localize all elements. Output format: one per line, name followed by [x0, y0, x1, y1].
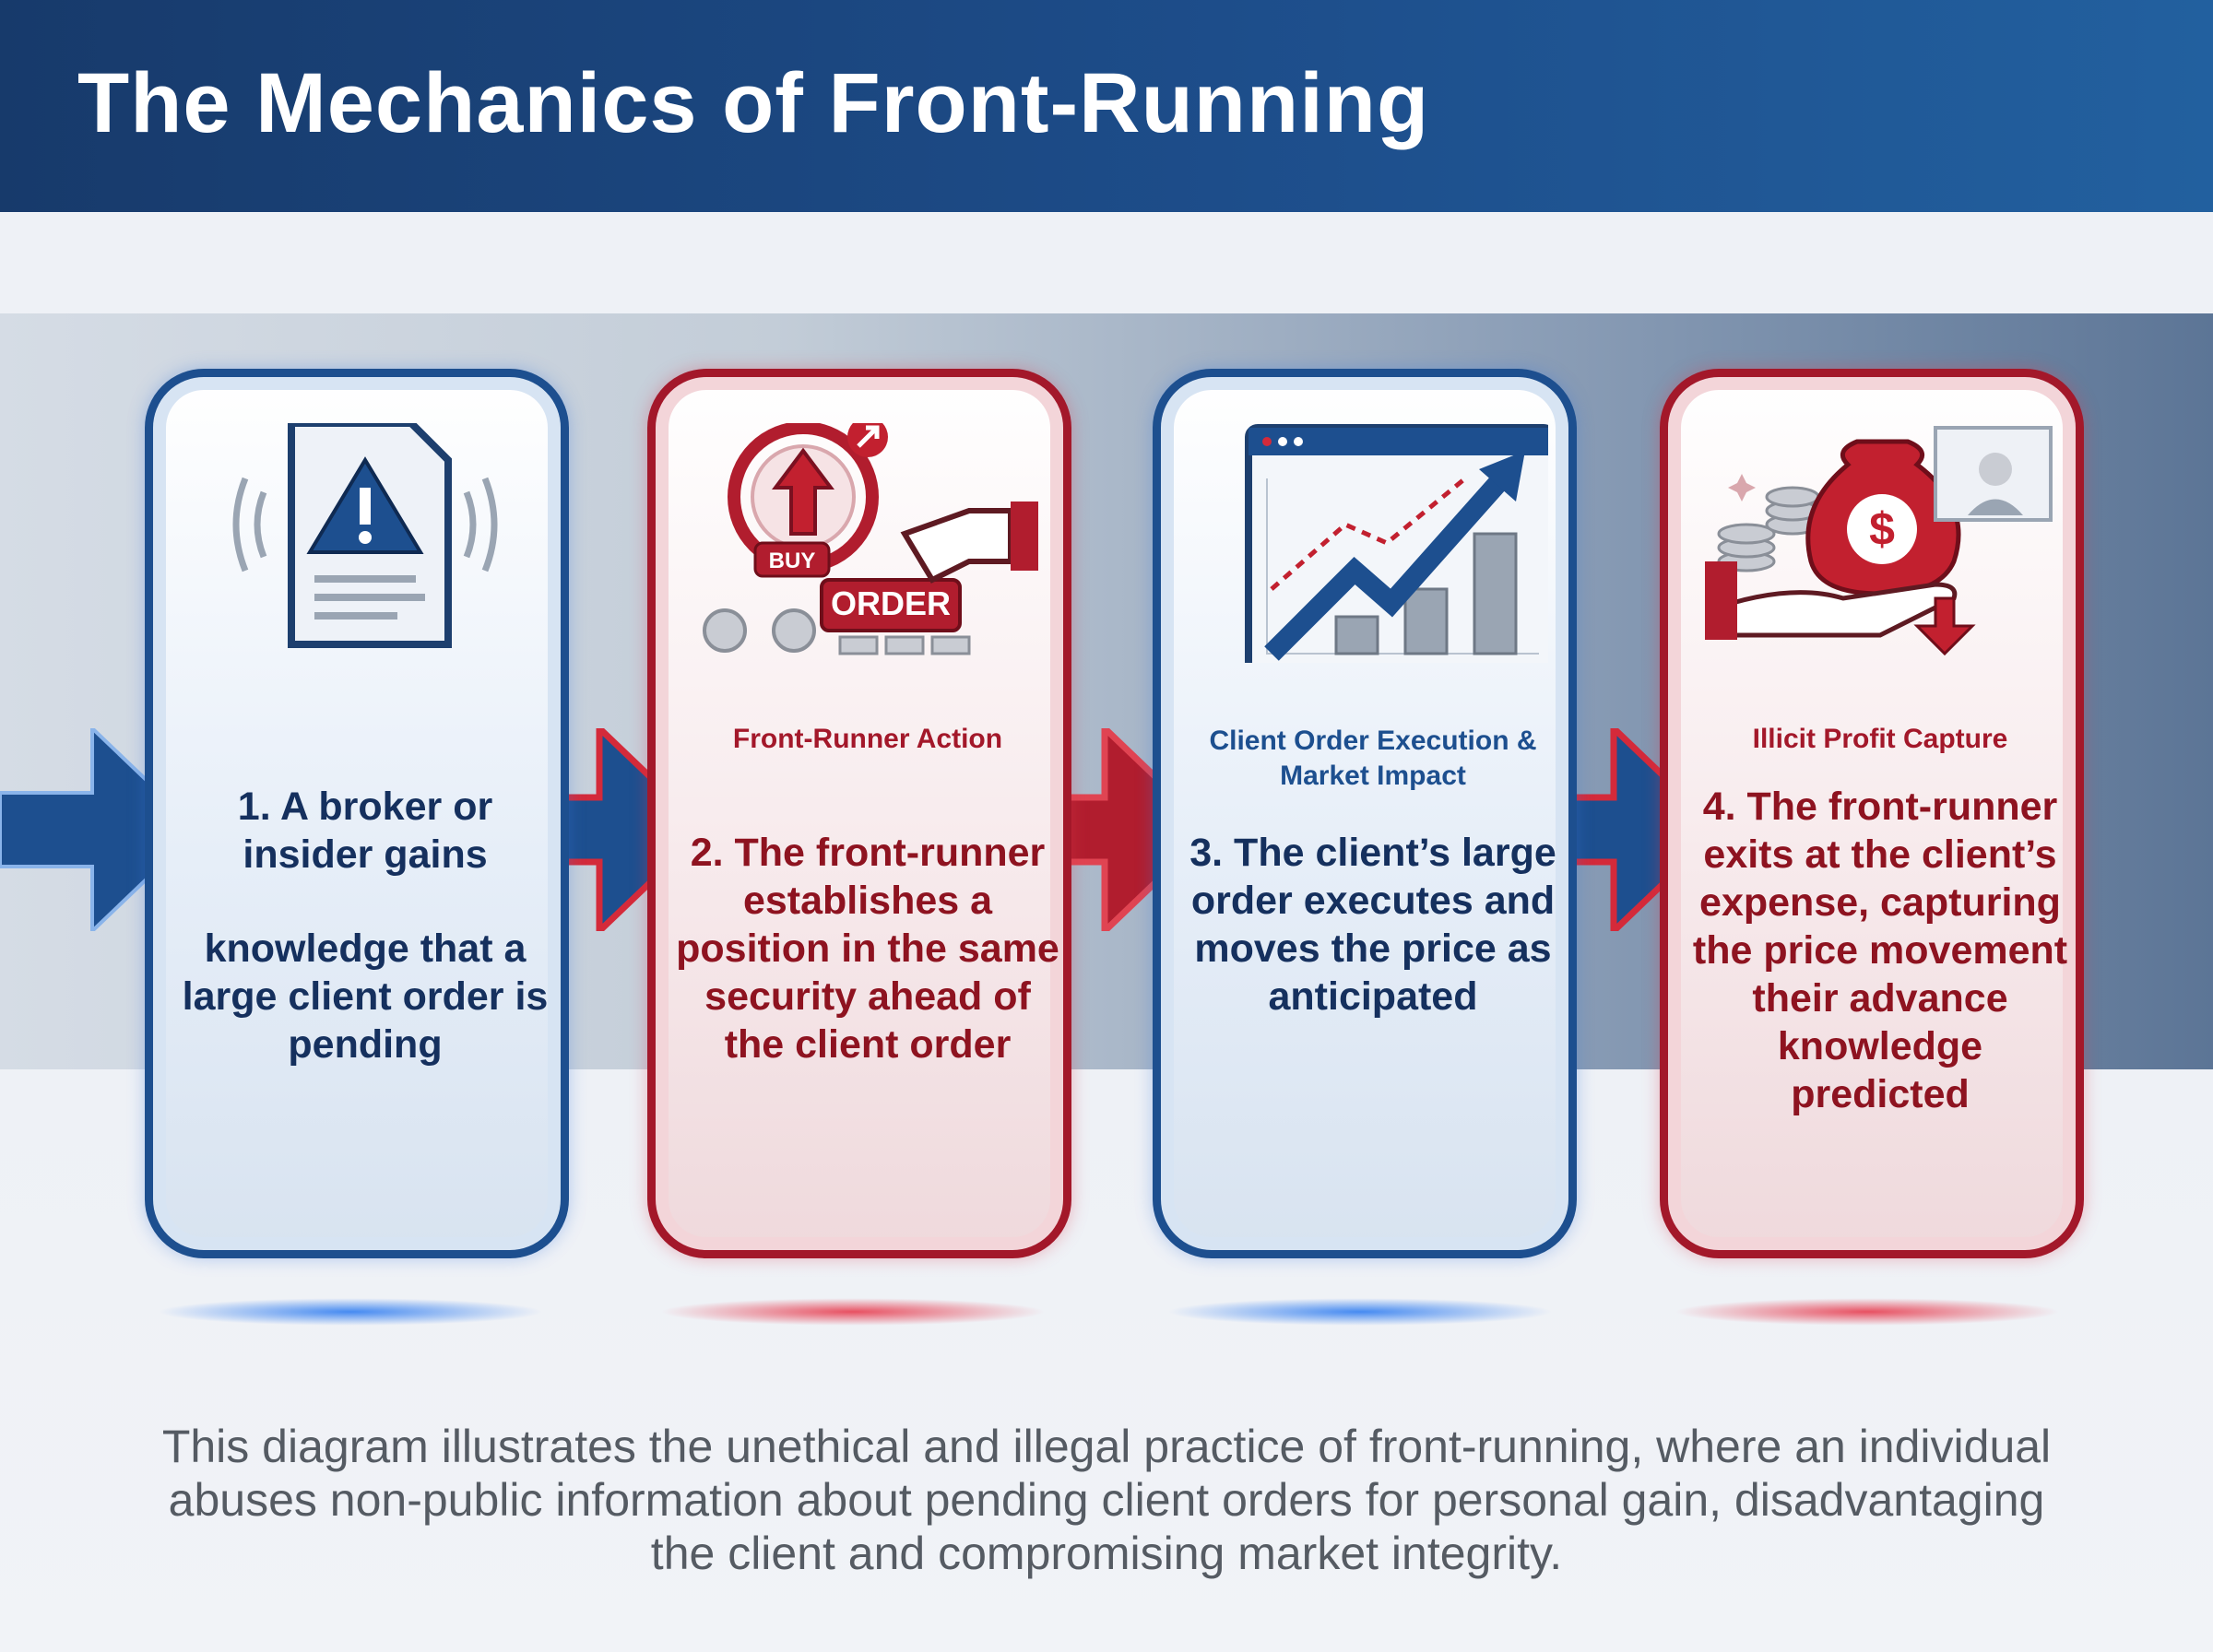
- order-badge-label: ORDER: [831, 584, 951, 622]
- step-1-text-bottom: knowledge that a large client order is p…: [182, 926, 549, 1067]
- step-1-text-top: 1. A broker or insider gains: [237, 785, 493, 877]
- card-4-glow: [1674, 1298, 2061, 1326]
- card-2-glow: [659, 1298, 1047, 1326]
- svg-text:$: $: [1869, 503, 1895, 555]
- diagram-caption: This diagram illustrates the unethical a…: [161, 1421, 2052, 1579]
- step-3-text: 3. The client’s large order executes and…: [1189, 831, 1556, 1019]
- warning-document-icon: [232, 423, 498, 648]
- step-card-1: 1. A broker or insider gains knowledge t…: [145, 369, 569, 1258]
- buy-order-icon: BUY ORDER: [703, 423, 1038, 655]
- card-3-glow: [1166, 1298, 1554, 1326]
- step-4-subtitle: Illicit Profit Capture: [1752, 724, 2008, 754]
- header-banner: The Mechanics of Front-Running: [0, 0, 2213, 212]
- page-title: The Mechanics of Front-Running: [77, 56, 1430, 150]
- rising-chart-icon: [1245, 424, 1548, 663]
- step-2-subtitle: Front-Runner Action: [732, 724, 1003, 754]
- step-card-3: Client Order Execution & Market Impact 3…: [1153, 369, 1577, 1258]
- step-4-text: 4. The front-runner exits at the client’…: [1692, 785, 2068, 1116]
- card-1-glow: [157, 1298, 544, 1326]
- buy-badge-label: BUY: [769, 549, 816, 573]
- step-card-2: BUY ORDER Front-Runner Action 2. The fro…: [647, 369, 1071, 1258]
- step-2-text: 2. The front-runner establishes a positi…: [676, 831, 1059, 1067]
- money-bag-icon: $: [1705, 426, 2053, 656]
- step-3-subtitle: Client Order Execution & Market Impact: [1209, 726, 1537, 791]
- step-card-4: $ Illicit Profit Capture 4. The front-ru…: [1660, 369, 2084, 1258]
